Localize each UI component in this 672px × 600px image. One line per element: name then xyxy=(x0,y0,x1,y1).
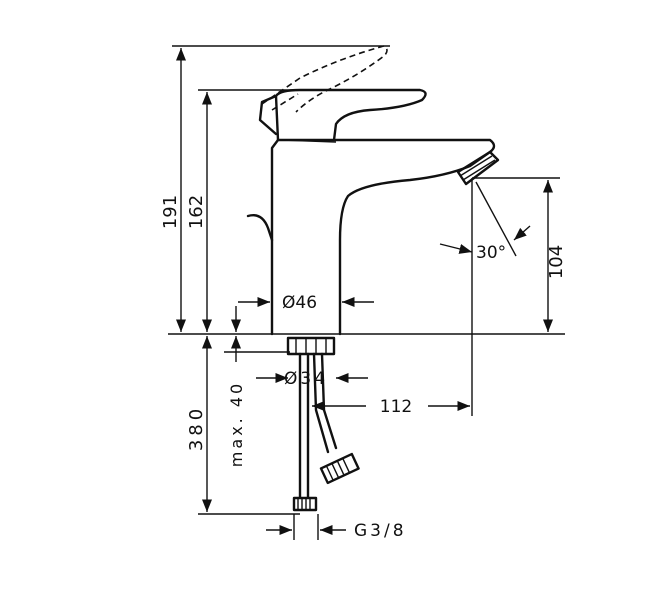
faucet-body xyxy=(168,45,565,512)
supply-hoses xyxy=(292,352,360,512)
lever-handle xyxy=(274,88,427,142)
dim-spout-reach: 112 xyxy=(380,397,412,417)
dim-hose-length: 380 xyxy=(186,405,207,451)
mounting-nut xyxy=(286,336,336,356)
dim-spout-clearance: 104 xyxy=(546,245,567,279)
dim-total-height: 191 xyxy=(160,195,181,229)
dim-spout-height: 162 xyxy=(186,195,207,229)
dim-shank-diameter: Ø34 xyxy=(284,369,328,389)
lever-pivot xyxy=(258,94,278,136)
lever-handle-raised xyxy=(261,45,388,113)
dim-spout-angle: 30° xyxy=(476,243,506,263)
faucet-column xyxy=(270,138,496,336)
dim-connection-thread: G3/8 xyxy=(354,521,407,541)
popup-rod xyxy=(246,214,274,242)
dimension-lines xyxy=(172,45,560,540)
dim-base-diameter: Ø46 xyxy=(282,293,317,313)
dim-max-countertop: max. 40 xyxy=(227,381,246,467)
